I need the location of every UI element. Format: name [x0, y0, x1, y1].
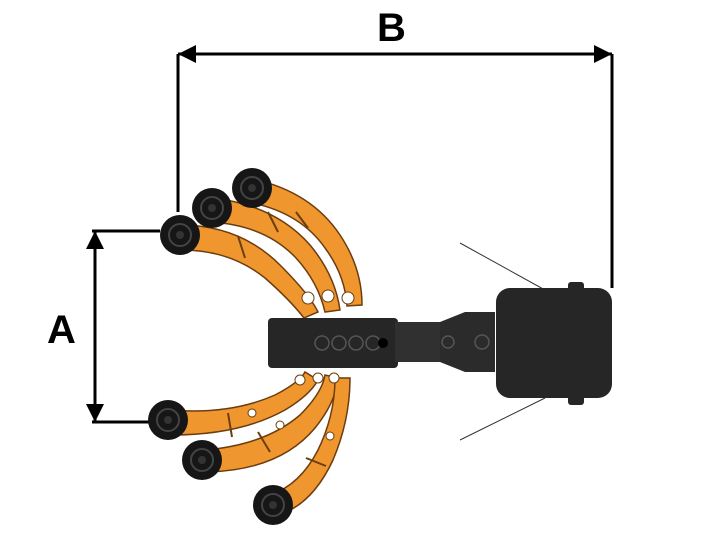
pivot-hole [341, 291, 355, 305]
collar-ring [474, 334, 490, 350]
roller-wheel-icon [148, 400, 188, 440]
pivot-hole [301, 291, 315, 305]
hub-block [268, 318, 398, 368]
lower-finger-segments [227, 412, 327, 467]
pivot-hole [294, 374, 306, 386]
upper-finger-1 [179, 224, 320, 319]
roller-wheel-icon [253, 485, 293, 525]
roller-wheel-icon [160, 215, 200, 255]
drive-body [496, 288, 612, 398]
roller-wheels [148, 168, 293, 525]
hole [275, 420, 285, 430]
dimension-a-arrow-top [86, 231, 104, 249]
segment-line [295, 211, 309, 229]
hub-shaft [395, 322, 440, 362]
drive-tab-top [568, 282, 584, 292]
dimension-label-b: B [377, 6, 406, 50]
upper-finger-2 [209, 197, 341, 313]
reference-line-top [459, 242, 546, 291]
dimension-a [86, 229, 160, 424]
roller-wheel-icon [232, 168, 272, 208]
dimension-b-arrow-left [178, 45, 196, 63]
reference-line-bottom [459, 397, 546, 441]
finger-holes [247, 289, 355, 441]
roller-wheel-icon [182, 440, 222, 480]
upper-finger-3 [247, 177, 363, 307]
central-hub [268, 312, 495, 372]
hole [325, 431, 335, 441]
hub-bolt [331, 335, 347, 351]
pivot-joint-icon [378, 338, 388, 348]
hub-bolt [348, 335, 364, 351]
dimension-b-arrow-right [594, 45, 612, 63]
collar-ring [441, 335, 455, 349]
upper-finger-segments [237, 211, 309, 259]
pivot-hole [321, 289, 335, 303]
pivot-hole [328, 372, 340, 384]
drive-tab-bottom [568, 395, 584, 405]
roller-wheel-icon [192, 188, 232, 228]
drive-unit-icon [496, 282, 612, 405]
segment-line [227, 412, 233, 438]
upper-fingers [179, 177, 363, 319]
segment-line [237, 235, 246, 259]
hole [247, 408, 257, 418]
hub-bolt [314, 335, 330, 351]
pivot-hole [312, 372, 324, 384]
dimension-a-arrow-bottom [86, 404, 104, 422]
segment-line [305, 457, 327, 467]
segment-line [257, 431, 271, 453]
segment-line [267, 211, 279, 233]
dimension-label-a: A [47, 308, 76, 352]
hub-collar [440, 312, 495, 372]
dimension-b [176, 45, 614, 288]
